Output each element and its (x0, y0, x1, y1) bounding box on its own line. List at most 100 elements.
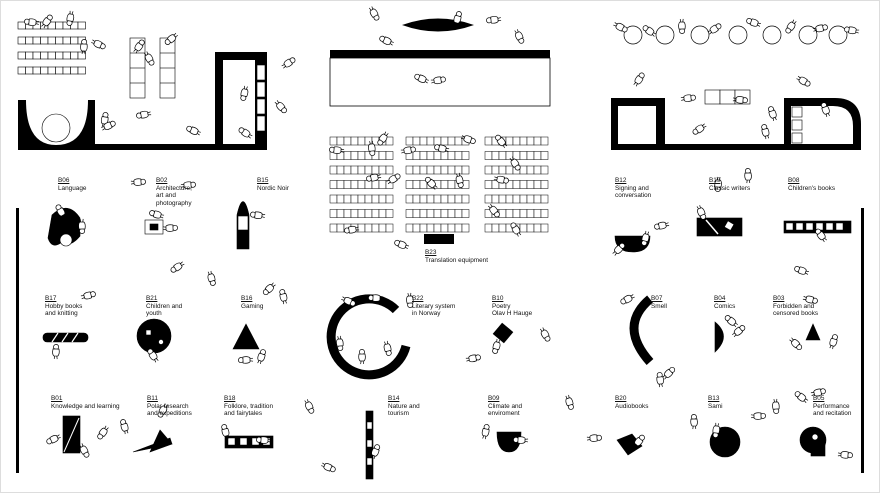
seat (40, 36, 49, 45)
standing-person-icon (118, 418, 131, 435)
chair (357, 136, 366, 146)
chair (491, 165, 500, 175)
seat (70, 66, 79, 75)
chair (343, 165, 352, 175)
chair (378, 151, 387, 160)
chair (433, 136, 442, 146)
seat (55, 66, 64, 75)
standing-person-icon (827, 333, 840, 350)
chair (540, 223, 549, 233)
station-name-line: Knowledge and learning (51, 402, 120, 410)
station-name-line: Polar research (147, 402, 189, 410)
station-code: B11 (147, 395, 158, 402)
chair (491, 151, 500, 160)
chair (505, 165, 514, 175)
chair (461, 151, 470, 160)
chair (505, 194, 514, 204)
chair (329, 223, 338, 233)
station-code: B19 (709, 177, 721, 184)
top-left-seating (17, 21, 86, 75)
chair (440, 165, 449, 175)
chair (526, 136, 535, 146)
station-name-line: Gaming (241, 302, 264, 310)
station-code: B02 (156, 177, 168, 184)
standing-person-icon (162, 224, 179, 232)
standing-person-icon (538, 326, 553, 343)
station-name-line: Sami (708, 402, 723, 410)
chair (412, 223, 421, 233)
chair (512, 209, 521, 218)
chair (447, 194, 456, 204)
standing-person-icon (639, 230, 651, 247)
chair (512, 151, 521, 160)
chair (336, 136, 345, 146)
standing-person-icon (619, 292, 636, 306)
standing-person-icon (52, 343, 60, 360)
chair (343, 194, 352, 204)
station-code: B15 (257, 177, 269, 184)
station-name-line: art and (156, 192, 176, 200)
standing-person-icon (586, 433, 603, 443)
chair (498, 151, 507, 160)
standing-person-icon (563, 394, 576, 411)
chair (526, 223, 535, 233)
shelf-columns (129, 37, 176, 99)
chair (419, 209, 428, 218)
standing-person-icon (261, 281, 278, 297)
standing-person-icon (185, 124, 202, 138)
wall-left (16, 208, 19, 473)
standing-person-icon (95, 424, 111, 441)
standing-person-icon (148, 208, 165, 221)
standing-person-icon (169, 259, 186, 275)
chair (533, 136, 542, 146)
standing-person-icon (653, 220, 670, 231)
station-name-line: conversation (615, 192, 652, 200)
seat (62, 51, 71, 60)
chair (454, 136, 463, 146)
stage-bar (330, 50, 550, 58)
chair (357, 194, 366, 204)
chair (426, 223, 435, 233)
chair (440, 209, 449, 218)
chair (371, 180, 380, 189)
station-code: B16 (241, 295, 253, 302)
chair (519, 194, 528, 204)
station-code: B04 (714, 295, 726, 302)
chair (336, 209, 345, 218)
seat (40, 66, 49, 75)
seat (70, 36, 79, 45)
chair (526, 165, 535, 175)
chair (540, 180, 549, 189)
station-code: B18 (224, 395, 236, 402)
chair (440, 180, 449, 189)
station-name-line: Classic writers (709, 184, 751, 192)
standing-person-icon (485, 15, 502, 25)
standing-person-icon (641, 23, 658, 39)
standing-person-icon (837, 450, 854, 460)
standing-person-icon (367, 5, 382, 22)
station-name-line: and expeditions (147, 410, 192, 418)
chair (454, 151, 463, 160)
seat (77, 51, 86, 60)
station-name-line: and knitting (45, 310, 78, 318)
seat (17, 36, 26, 45)
chair (540, 151, 549, 160)
chair (405, 223, 414, 233)
chair (484, 151, 493, 160)
station-name-line: and fairytales (224, 410, 263, 418)
standing-person-icon (723, 313, 740, 329)
station-code: B08 (788, 177, 800, 184)
standing-person-icon (680, 93, 697, 103)
standing-person-icon (730, 323, 747, 339)
chair (533, 180, 542, 189)
chair (412, 136, 421, 146)
standing-person-icon (631, 71, 647, 88)
seat (70, 51, 79, 60)
chair (433, 165, 442, 175)
